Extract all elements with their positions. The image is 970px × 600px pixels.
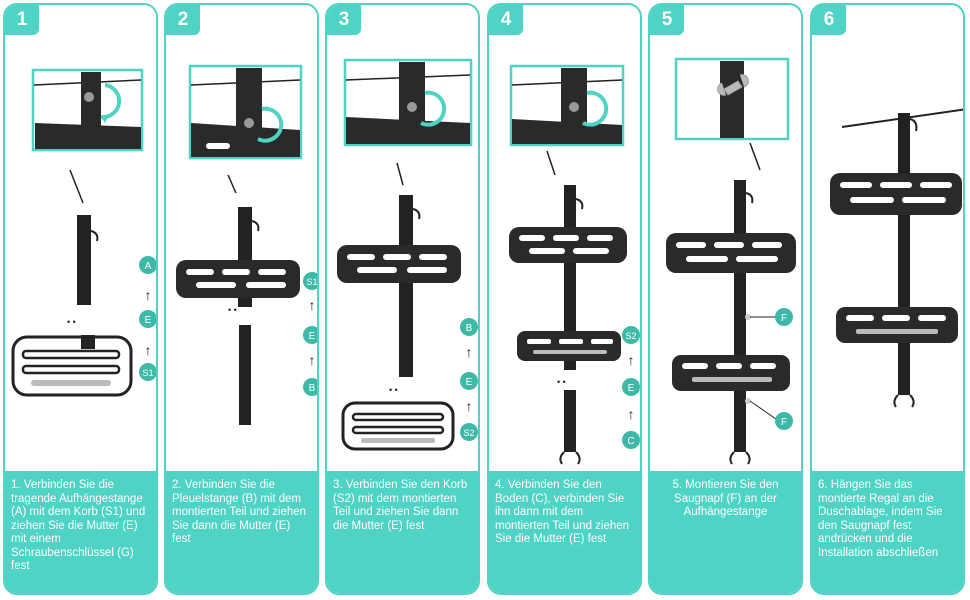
leader-line xyxy=(546,150,556,176)
assembled-rod xyxy=(399,195,421,377)
part-label-badge: B xyxy=(460,318,478,336)
detail-inset xyxy=(509,64,625,147)
leader-line xyxy=(227,174,237,194)
svg-text:S2: S2 xyxy=(625,331,636,341)
svg-text:C: C xyxy=(627,436,634,447)
step-illustration xyxy=(830,108,963,408)
screws: • • xyxy=(557,377,566,387)
basket-s1 xyxy=(666,233,796,273)
part-label-badge: E xyxy=(139,310,156,328)
detail-inset xyxy=(674,57,790,141)
leader-line xyxy=(749,142,761,171)
step-panel-1: 1 • • A ↑ E xyxy=(3,3,158,595)
part-label-badge: C xyxy=(622,431,640,449)
part-label-badge: S2 xyxy=(622,326,640,344)
step-caption: 6. Hängen Sie das montierte Regal an die… xyxy=(812,471,963,593)
step-panel-5: 5 F xyxy=(648,3,803,595)
step-illustration: • • B ↑ E ↑ S2 xyxy=(337,58,478,451)
step-panel-2: 2 • • S1 ↑ xyxy=(164,3,319,595)
arrow-up-icon: ↑ xyxy=(466,344,473,360)
part-label-badge: E xyxy=(460,372,478,390)
screws: • • xyxy=(389,385,398,395)
hanger-rod-a xyxy=(77,215,99,305)
svg-text:B: B xyxy=(466,323,473,334)
step-caption: 2. Verbinden Sie die Pleuelstange (B) mi… xyxy=(166,471,317,593)
svg-text:B: B xyxy=(309,383,316,394)
step-illustration: F F xyxy=(666,57,796,465)
step-panel-3: 3 • • xyxy=(325,3,480,595)
step-caption: 4. Verbinden Sie den Boden (C), verbinde… xyxy=(489,471,640,593)
part-label-badge: S1 xyxy=(303,272,317,290)
svg-text:E: E xyxy=(309,331,316,342)
svg-text:S2: S2 xyxy=(463,428,474,438)
arrow-up-icon: ↑ xyxy=(466,398,473,414)
basket-s1 xyxy=(176,260,300,298)
step-number: 1 xyxy=(5,5,39,35)
part-label-badge: E xyxy=(303,326,317,344)
detail-inset xyxy=(31,68,144,152)
part-label-badge: S1 xyxy=(139,363,156,381)
suction-cup xyxy=(745,398,751,404)
step-illustration: • • A ↑ E ↑ S1 xyxy=(11,68,156,397)
step-caption: 1. Verbinden Sie die tragende Aufhängest… xyxy=(5,471,156,593)
part-label-badge: B xyxy=(303,378,317,396)
step-number: 4 xyxy=(489,5,523,35)
basket-s2 xyxy=(517,331,621,361)
step-caption: 5. Montieren Sie den Saugnapf (F) an der… xyxy=(650,471,801,593)
arrow-up-icon: ↑ xyxy=(145,342,152,358)
svg-text:E: E xyxy=(466,377,473,388)
step-panel-4: 4 • • xyxy=(487,3,642,595)
arrow-up-icon: ↑ xyxy=(628,406,635,422)
svg-text:E: E xyxy=(145,315,152,326)
svg-text:S1: S1 xyxy=(142,368,153,378)
leader-line xyxy=(749,400,777,420)
leader-line xyxy=(396,162,404,186)
detail-inset xyxy=(188,64,303,160)
step-caption: 3. Verbinden Sie den Korb (S2) mit dem m… xyxy=(327,471,478,593)
bottom-rod-c xyxy=(559,390,581,465)
arrow-up-icon: ↑ xyxy=(628,352,635,368)
svg-text:F: F xyxy=(781,313,787,324)
arrow-up-icon: ↑ xyxy=(309,297,316,313)
step-number: 6 xyxy=(812,5,846,35)
connecting-rod-b xyxy=(239,325,251,425)
part-label-badge: E xyxy=(622,378,640,396)
assembled-shelf xyxy=(830,113,962,408)
assembled-rod xyxy=(729,180,754,465)
basket-s2 xyxy=(341,401,455,451)
detail-inset xyxy=(343,58,473,147)
svg-text:A: A xyxy=(145,261,152,272)
step-panel-6: 6 6. Hängen Sie das montierte Regal an d… xyxy=(810,3,965,595)
step-illustration: • • S2 ↑ E ↑ C xyxy=(509,64,640,465)
part-label-badge: F xyxy=(775,412,793,430)
basket-s2 xyxy=(672,355,790,391)
step-number: 5 xyxy=(650,5,684,35)
svg-text:S1: S1 xyxy=(306,277,317,287)
arrow-up-icon: ↑ xyxy=(309,352,316,368)
svg-text:F: F xyxy=(781,417,787,428)
step-number: 3 xyxy=(327,5,361,35)
step-illustration: • • S1 ↑ E ↑ B xyxy=(176,64,317,425)
part-label-badge: F xyxy=(775,308,793,326)
arrow-up-icon: ↑ xyxy=(145,287,152,303)
leader-line xyxy=(69,169,84,204)
suction-cup xyxy=(745,314,751,320)
part-label-badge: S2 xyxy=(460,423,478,441)
basket-s1 xyxy=(509,227,627,263)
basket-s1 xyxy=(11,335,133,397)
screws: • • xyxy=(228,305,237,315)
svg-text:E: E xyxy=(628,383,635,394)
basket-s1 xyxy=(337,245,461,283)
step-number: 2 xyxy=(166,5,200,35)
part-label-badge: A xyxy=(139,256,156,274)
screws: • • xyxy=(67,317,76,327)
